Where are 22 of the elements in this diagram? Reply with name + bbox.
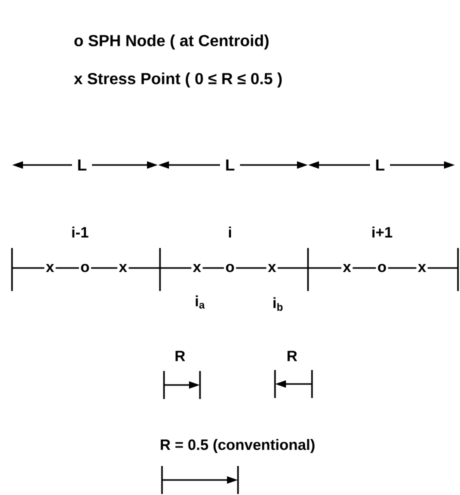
dimension-label: L — [224, 158, 236, 172]
stress-point-mark: x — [416, 262, 428, 274]
cell-label: i+1 — [372, 226, 392, 238]
point-label: i$_{a}$ — [196, 295, 205, 309]
dimension-label: R — [176, 350, 186, 362]
stress-point-mark: x — [191, 262, 203, 274]
node-mark: o — [224, 262, 236, 274]
dimension-label: L — [76, 158, 88, 172]
stress-point-mark: x — [117, 262, 129, 274]
legend-text: o SPH Node ( at Centroid) — [74, 34, 269, 50]
legend-text: x Stress Point ( 0 ≤ R ≤ 0.5 ) — [74, 72, 282, 88]
cell-label: i — [228, 226, 232, 238]
dimension-label: R — [288, 350, 298, 362]
stress-point-mark: x — [341, 262, 353, 274]
cell-label: i-1 — [72, 226, 88, 238]
node-mark: o — [78, 262, 92, 274]
stress-point-mark: x — [44, 262, 56, 274]
note-text: R = 0.5 (conventional) — [160, 439, 314, 453]
node-mark: o — [376, 262, 388, 274]
point-label: i$_{b}$ — [274, 297, 283, 311]
dimension-label: L — [374, 158, 386, 172]
stress-point-mark: x — [266, 262, 278, 274]
